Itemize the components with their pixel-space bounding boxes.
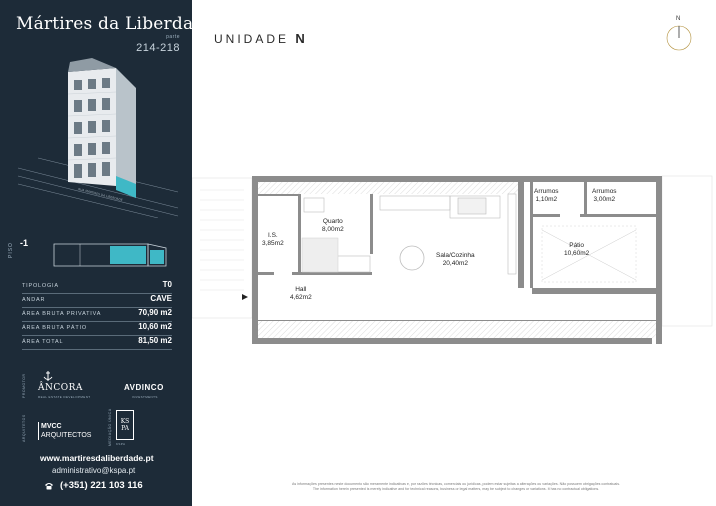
anchor-icon — [43, 371, 53, 381]
promotor-label: PROMOTOR — [22, 373, 26, 398]
room-quarto: Quarto 8,00m2 — [322, 218, 344, 234]
disclaimer-en: The information herein presented is mere… — [312, 487, 600, 491]
email-link[interactable]: administrativo@kspa.pt — [52, 466, 136, 475]
info-panel: Mártires da Liberdade parte 214-218 — [0, 0, 192, 506]
room-name: Quarto — [322, 218, 343, 225]
north-arrow-icon — [666, 25, 692, 51]
mediacao-label: MEDIAÇÃO ÚNICA — [108, 408, 112, 446]
avdinco-sub: INVESTMENTS — [132, 395, 158, 399]
spec-row: TIPOLOGIA T0 — [22, 280, 172, 294]
compass: N — [665, 16, 693, 52]
room-area: 3,00m2 — [593, 196, 616, 203]
unit-label: UNIDADE — [214, 32, 290, 46]
unit-title: UNIDADE N — [214, 31, 305, 46]
compass-label: N — [676, 16, 681, 22]
phone-link[interactable]: (+351) 221 103 116 — [44, 480, 143, 491]
spec-label: TIPOLOGIA — [22, 283, 59, 289]
floor-plan-drawing — [191, 175, 713, 344]
phone-number: (+351) 221 103 116 — [60, 480, 143, 491]
spec-label: ÁREA BRUTA PRIVATIVA — [22, 311, 102, 317]
disclaimer-pt: As informações presentes neste documento… — [292, 482, 620, 486]
room-area: 10,60m2 — [564, 250, 590, 257]
spec-value: 70,90 m2 — [138, 308, 172, 317]
kspa-logo: KS PA — [116, 410, 134, 440]
ancora-logo: ÂNCORA — [38, 383, 83, 393]
spec-value: 81,50 m2 — [138, 336, 172, 345]
disclaimer: As informações presentes neste documento… — [206, 482, 706, 492]
website-link[interactable]: www.martiresdaliberdade.pt — [40, 453, 154, 463]
mvcc-sub: ARQUITECTOS — [41, 432, 92, 439]
spec-label: ANDAR — [22, 297, 46, 303]
spec-value: CAVE — [150, 294, 172, 303]
kspa-sub: KSPA — [116, 442, 126, 446]
room-area: 4,62m2 — [290, 294, 312, 301]
building-illustration: RUA MÁRTIRES DA LIBERDADE — [18, 58, 178, 218]
room-name: Arrumos — [592, 188, 617, 195]
room-name: Sala/Cozinha — [436, 252, 475, 259]
room-is: I.S. 3,85m2 — [262, 232, 284, 248]
spec-row: ÁREA BRUTA PRIVATIVA 70,90 m2 — [22, 308, 172, 322]
room-name: I.S. — [267, 232, 278, 239]
room-name: Arrumos — [534, 188, 559, 195]
spec-label: ÁREA BRUTA PÁTIO — [22, 325, 87, 331]
room-patio: Pátio 10,60m2 — [564, 242, 589, 258]
floor-number: -1 — [20, 238, 29, 248]
brand-title: Mártires da Liberdade — [16, 14, 192, 34]
spec-label: ÁREA TOTAL — [22, 339, 64, 345]
room-hall: Hall 4,62m2 — [290, 286, 312, 302]
floor-minimap — [53, 243, 167, 267]
spec-row: ÁREA TOTAL 81,50 m2 — [22, 336, 172, 350]
floor-plan: I.S. 3,85m2 Quarto 8,00m2 Sala/Cozinha 2… — [191, 170, 716, 350]
room-area: 1,10m2 — [535, 196, 558, 203]
brand-numbers: 214-218 — [136, 42, 180, 54]
brand-sub: parte — [166, 34, 180, 40]
room-arrumos-2: Arrumos 3,00m2 — [592, 188, 617, 204]
spec-row: ANDAR CAVE — [22, 294, 172, 308]
spec-row: ÁREA BRUTA PÁTIO 10,60 m2 — [22, 322, 172, 336]
phone-icon — [45, 482, 53, 489]
room-sala-cozinha: Sala/Cozinha 20,40m2 — [436, 252, 475, 268]
floor-label: PISO — [8, 242, 14, 258]
room-area: 20,40m2 — [442, 260, 468, 267]
kspa-logo-text: KS PA — [120, 418, 130, 432]
mvcc-bar — [38, 422, 39, 440]
specs-table: TIPOLOGIA T0 ANDAR CAVE ÁREA BRUTA PRIVA… — [22, 280, 172, 350]
avdinco-logo: AVDINCO — [124, 383, 164, 392]
room-arrumos-1: Arrumos 1,10m2 — [534, 188, 559, 204]
room-area: 8,00m2 — [322, 226, 344, 233]
unit-letter: N — [295, 31, 305, 46]
room-area: 3,85m2 — [262, 240, 284, 247]
arquitetos-label: ARQUITETOS — [22, 414, 26, 442]
spec-value: 10,60 m2 — [138, 322, 172, 331]
mvcc-logo: MVCC — [41, 423, 62, 430]
room-name: Hall — [295, 286, 307, 293]
spec-value: T0 — [162, 280, 172, 289]
room-name: Pátio — [569, 242, 585, 249]
ancora-sub: REAL ESTATE DEVELOPMENT — [38, 395, 91, 399]
partner-logos: PROMOTOR ÂNCORA REAL ESTATE DEVELOPMENT … — [20, 370, 180, 450]
